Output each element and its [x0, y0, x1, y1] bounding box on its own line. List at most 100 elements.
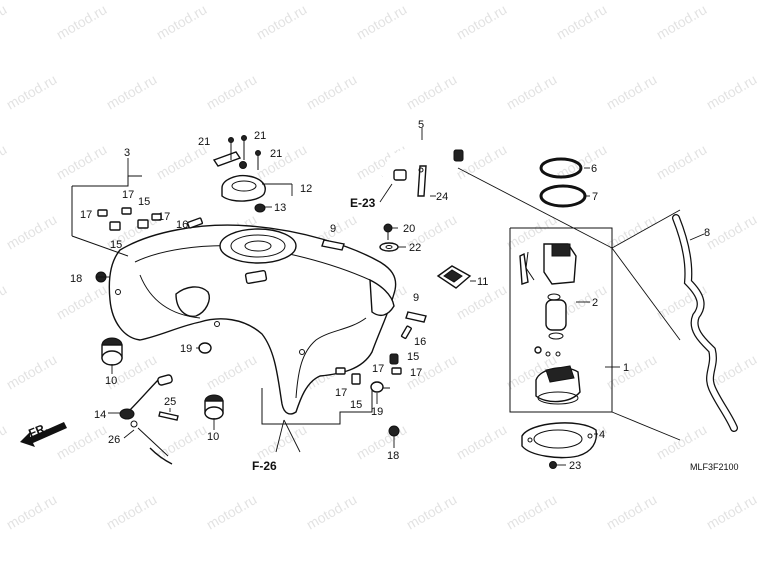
callout-2: 2 [592, 297, 598, 309]
callout-15: 15 [110, 239, 122, 251]
watermark-text: motod.ru [4, 491, 60, 532]
watermark-text: motod.ru [254, 1, 310, 42]
callout-1: 1 [623, 362, 629, 374]
callout-25: 25 [164, 396, 176, 408]
damper-block [436, 265, 472, 289]
callout-23: 23 [569, 460, 581, 472]
retainer-plate [521, 422, 598, 469]
callout-17: 17 [122, 189, 134, 201]
watermark-text: motod.ru [704, 491, 760, 532]
hose-clamp [417, 165, 427, 197]
callout-21: 21 [270, 148, 282, 160]
watermark-text: motod.ru [4, 71, 60, 112]
callout-22: 22 [409, 242, 421, 254]
watermark-text: motod.ru [654, 421, 710, 462]
callout-5: 5 [418, 119, 424, 131]
watermark-text: motod.ru [104, 491, 160, 532]
leader-lines [96, 128, 705, 466]
watermark-text: motod.ru [304, 491, 360, 532]
callout-19: 19 [180, 343, 192, 355]
watermark-text: motod.ru [154, 1, 210, 42]
watermark-text: motod.ru [604, 71, 660, 112]
watermark-text: motod.ru [454, 1, 510, 42]
fuel-cap-assembly [212, 135, 266, 213]
watermark-text: motod.ru [4, 351, 60, 392]
watermark-text: motod.ru [104, 71, 160, 112]
watermark-text: motod.ru [0, 1, 9, 42]
diagram-code: MLF3F2100 [690, 462, 739, 472]
watermark-text: motod.ru [704, 71, 760, 112]
callout-7: 7 [592, 191, 598, 203]
watermark-text: motod.ru [54, 1, 110, 42]
watermark-text: motod.ru [354, 1, 410, 42]
callout-10: 10 [105, 375, 117, 387]
watermark-text: motod.ru [654, 1, 710, 42]
watermark-text: motod.ru [204, 71, 260, 112]
clips-and-grommets [97, 207, 412, 385]
callout-4: 4 [599, 429, 605, 441]
callout-8: 8 [704, 227, 710, 239]
drain-tube-assembly [119, 374, 179, 465]
watermark-text: motod.ru [0, 141, 9, 182]
front-direction-arrow [20, 422, 67, 447]
callout-15: 15 [407, 351, 419, 363]
callout-16: 16 [176, 219, 188, 231]
watermark-text: motod.ru [154, 421, 210, 462]
watermark-text: motod.ru [304, 71, 360, 112]
rubber-pads [321, 239, 427, 323]
watermark-text: motod.ru [254, 421, 310, 462]
o-rings [539, 157, 587, 208]
callout-18: 18 [70, 273, 82, 285]
watermark-text: motod.ru [0, 421, 9, 462]
watermark-text: motod.ru [54, 281, 110, 322]
callout-19: 19 [371, 406, 383, 418]
callout-12: 12 [300, 183, 312, 195]
watermark-text: motod.ru [4, 211, 60, 252]
reference-e-23: E-23 [350, 196, 376, 210]
watermark-text: motod.ru [504, 71, 560, 112]
front-direction-label: FR. [27, 420, 50, 440]
callout-17: 17 [410, 367, 422, 379]
callout-labels: 3 17 15 17 15 17 16 21 21 21 12 13 5 24 … [27, 119, 739, 473]
callout-3: 3 [124, 147, 130, 159]
reference-f-26: F-26 [252, 459, 277, 473]
callout-17: 17 [80, 209, 92, 221]
callout-21: 21 [254, 130, 266, 142]
callout-20: 20 [403, 223, 415, 235]
rubber-caps [101, 337, 224, 420]
watermark-text: motod.ru [204, 491, 260, 532]
watermark-text: motod.ru [204, 351, 260, 392]
callout-15: 15 [350, 399, 362, 411]
callout-15: 15 [138, 196, 150, 208]
watermark-text: motod.ru [404, 71, 460, 112]
fuel-tank [108, 224, 397, 415]
watermark-text: motod.ru [454, 421, 510, 462]
watermark-text: motod.ru [654, 141, 710, 182]
callout-16: 16 [414, 336, 426, 348]
callout-21: 21 [198, 136, 210, 148]
callout-24: 24 [436, 191, 448, 203]
callout-11: 11 [477, 276, 488, 288]
callout-18: 18 [387, 450, 399, 462]
fuel-tube [672, 214, 738, 432]
callout-10: 10 [207, 431, 219, 443]
watermark-text: motod.ru [454, 141, 510, 182]
callout-17: 17 [372, 363, 384, 375]
watermark-text: motod.ru [704, 211, 760, 252]
callout-17: 17 [158, 211, 170, 223]
watermark-text: motod.ru [0, 281, 9, 322]
watermark-text: motod.ru [404, 491, 460, 532]
callout-13: 13 [274, 202, 286, 214]
watermark-text: motod.ru [504, 491, 560, 532]
callout-26: 26 [108, 434, 120, 446]
callout-14: 14 [94, 409, 106, 421]
watermark-text: motod.ru [554, 1, 610, 42]
watermark-text: motod.ru [54, 141, 110, 182]
breather-hose [380, 148, 464, 181]
callout-9: 9 [413, 292, 419, 304]
callout-6: 6 [591, 163, 597, 175]
fuel-pump-assembly [519, 243, 581, 405]
assembly-boundaries [71, 167, 681, 441]
